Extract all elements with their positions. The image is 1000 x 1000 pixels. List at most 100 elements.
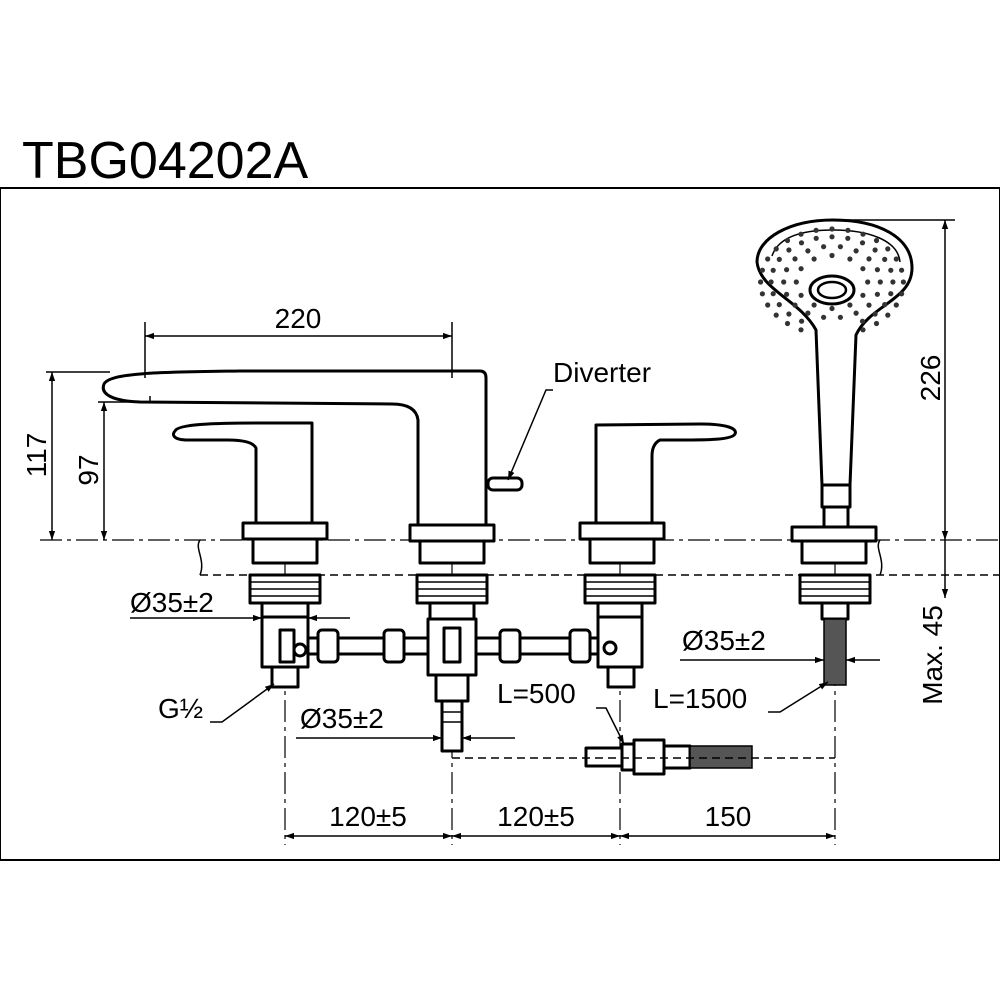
nozzle-dot bbox=[874, 291, 881, 297]
nozzle-dot bbox=[860, 266, 866, 272]
nozzle-dot bbox=[798, 266, 804, 272]
label-thread: G½ bbox=[158, 683, 275, 724]
nozzle-dot bbox=[847, 256, 853, 262]
nozzle-dot bbox=[759, 291, 766, 297]
nozzle-dot bbox=[811, 302, 817, 308]
label-diverter: Diverter bbox=[507, 357, 651, 481]
nozzle-dot bbox=[821, 314, 827, 320]
nozzle-dot bbox=[885, 246, 891, 252]
dim-220-text: 220 bbox=[275, 303, 322, 334]
nozzle-dot bbox=[872, 311, 878, 317]
dim-spout-height: 117 bbox=[21, 371, 110, 540]
nozzle-dot bbox=[798, 231, 804, 237]
nozzle-dot bbox=[899, 291, 905, 297]
hose-long-label: L=1500 bbox=[653, 683, 747, 714]
dim-deck-thickness: Max. 45 bbox=[917, 540, 949, 705]
nozzle-dot bbox=[798, 292, 804, 298]
nozzle-dot bbox=[781, 279, 787, 285]
diverter-label: Diverter bbox=[553, 357, 651, 388]
dim-spacing-2-text: 120±5 bbox=[497, 801, 575, 832]
nozzle-dot bbox=[874, 267, 881, 273]
nozzle-dot bbox=[859, 240, 866, 246]
nozzle-dot bbox=[888, 267, 894, 273]
nozzle-dot bbox=[799, 318, 805, 324]
nozzle-dot bbox=[860, 292, 866, 298]
handle-left bbox=[172, 421, 329, 565]
nozzle-dot bbox=[882, 302, 888, 308]
nozzle-dot bbox=[805, 248, 811, 254]
dim-117-text: 117 bbox=[21, 433, 52, 478]
nozzle-dot bbox=[786, 247, 792, 253]
nozzle-dot bbox=[811, 256, 817, 262]
nozzle-dot bbox=[773, 246, 779, 252]
nozzle-dot bbox=[829, 252, 835, 259]
nozzle-dot bbox=[872, 247, 878, 253]
nozzle-dot bbox=[847, 302, 853, 308]
dim-hole-right-text: Ø35±2 bbox=[682, 625, 766, 656]
dim-hole-center-text: Ø35±2 bbox=[300, 703, 384, 734]
nozzle-dot bbox=[873, 320, 880, 327]
nozzle-dot bbox=[890, 279, 896, 285]
nozzle-dot bbox=[882, 256, 888, 262]
dim-spout-length: 220 bbox=[144, 303, 453, 378]
nozzle-dot bbox=[758, 279, 764, 285]
nozzle-dot bbox=[765, 302, 771, 308]
nozzle-dot bbox=[860, 231, 866, 237]
nozzle-dot bbox=[859, 318, 866, 324]
dim-spacing-1-text: 120±5 bbox=[329, 801, 407, 832]
nozzle-dot bbox=[805, 310, 811, 316]
nozzle-dot bbox=[768, 279, 774, 285]
nozzle-dot bbox=[798, 240, 805, 246]
nozzle-dot bbox=[873, 237, 880, 244]
nozzle-dot bbox=[770, 291, 776, 297]
nozzle-dot bbox=[793, 279, 799, 285]
nozzle-dot bbox=[845, 227, 851, 233]
nozzle-dot bbox=[784, 291, 790, 297]
thread-label: G½ bbox=[158, 693, 203, 724]
nozzle-dot bbox=[866, 302, 872, 308]
nozzle-dot bbox=[776, 256, 782, 262]
connecting-pipes bbox=[306, 628, 600, 664]
nozzle-dot bbox=[860, 327, 866, 333]
dim-shower-height: 226 bbox=[840, 219, 955, 540]
nozzle-dot bbox=[759, 267, 766, 273]
nozzle-dot bbox=[821, 244, 827, 250]
nozzle-dot bbox=[866, 256, 872, 262]
dim-outlet-height: 97 bbox=[73, 401, 150, 540]
label-hose-short: L=500 bbox=[497, 678, 625, 745]
nozzle-dot bbox=[765, 256, 771, 262]
hand-shower bbox=[755, 218, 914, 565]
underdeck-valves bbox=[248, 573, 872, 753]
nozzle-dot bbox=[893, 256, 899, 262]
handle-right bbox=[578, 422, 737, 565]
spout bbox=[101, 369, 524, 565]
dim-hole-left-text: Ø35±2 bbox=[130, 587, 214, 618]
nozzle-dot bbox=[877, 279, 883, 285]
nozzle-dot bbox=[900, 279, 907, 285]
nozzle-dot bbox=[853, 248, 859, 254]
nozzle-dot bbox=[829, 234, 835, 240]
nozzle-dot bbox=[837, 314, 844, 320]
nozzle-dot bbox=[773, 312, 779, 318]
nozzle-dot bbox=[885, 312, 891, 318]
diverter-knob bbox=[486, 476, 524, 492]
dim-spacing-3-text: 150 bbox=[705, 801, 752, 832]
nozzle-dot bbox=[899, 267, 905, 273]
nozzle-dot bbox=[813, 227, 819, 233]
nozzle-dot bbox=[813, 235, 819, 241]
nozzle-dot bbox=[837, 244, 844, 250]
nozzle-dot bbox=[792, 256, 798, 262]
dim-97-text: 97 bbox=[73, 454, 104, 485]
dim-hole-right: Ø35±2 bbox=[680, 625, 880, 664]
nozzle-dot bbox=[776, 302, 782, 308]
dim-hole-center: Ø35±2 bbox=[296, 703, 515, 742]
nozzle-dot bbox=[770, 267, 776, 273]
nozzle-dot bbox=[829, 305, 835, 312]
dim-226-text: 226 bbox=[915, 355, 946, 402]
nozzle-dot bbox=[865, 279, 871, 285]
model-title: TBG04202A bbox=[22, 132, 308, 190]
drawing-frame bbox=[0, 187, 1000, 861]
hose-short-label: L=500 bbox=[497, 678, 576, 709]
nozzle-dot bbox=[786, 311, 792, 317]
